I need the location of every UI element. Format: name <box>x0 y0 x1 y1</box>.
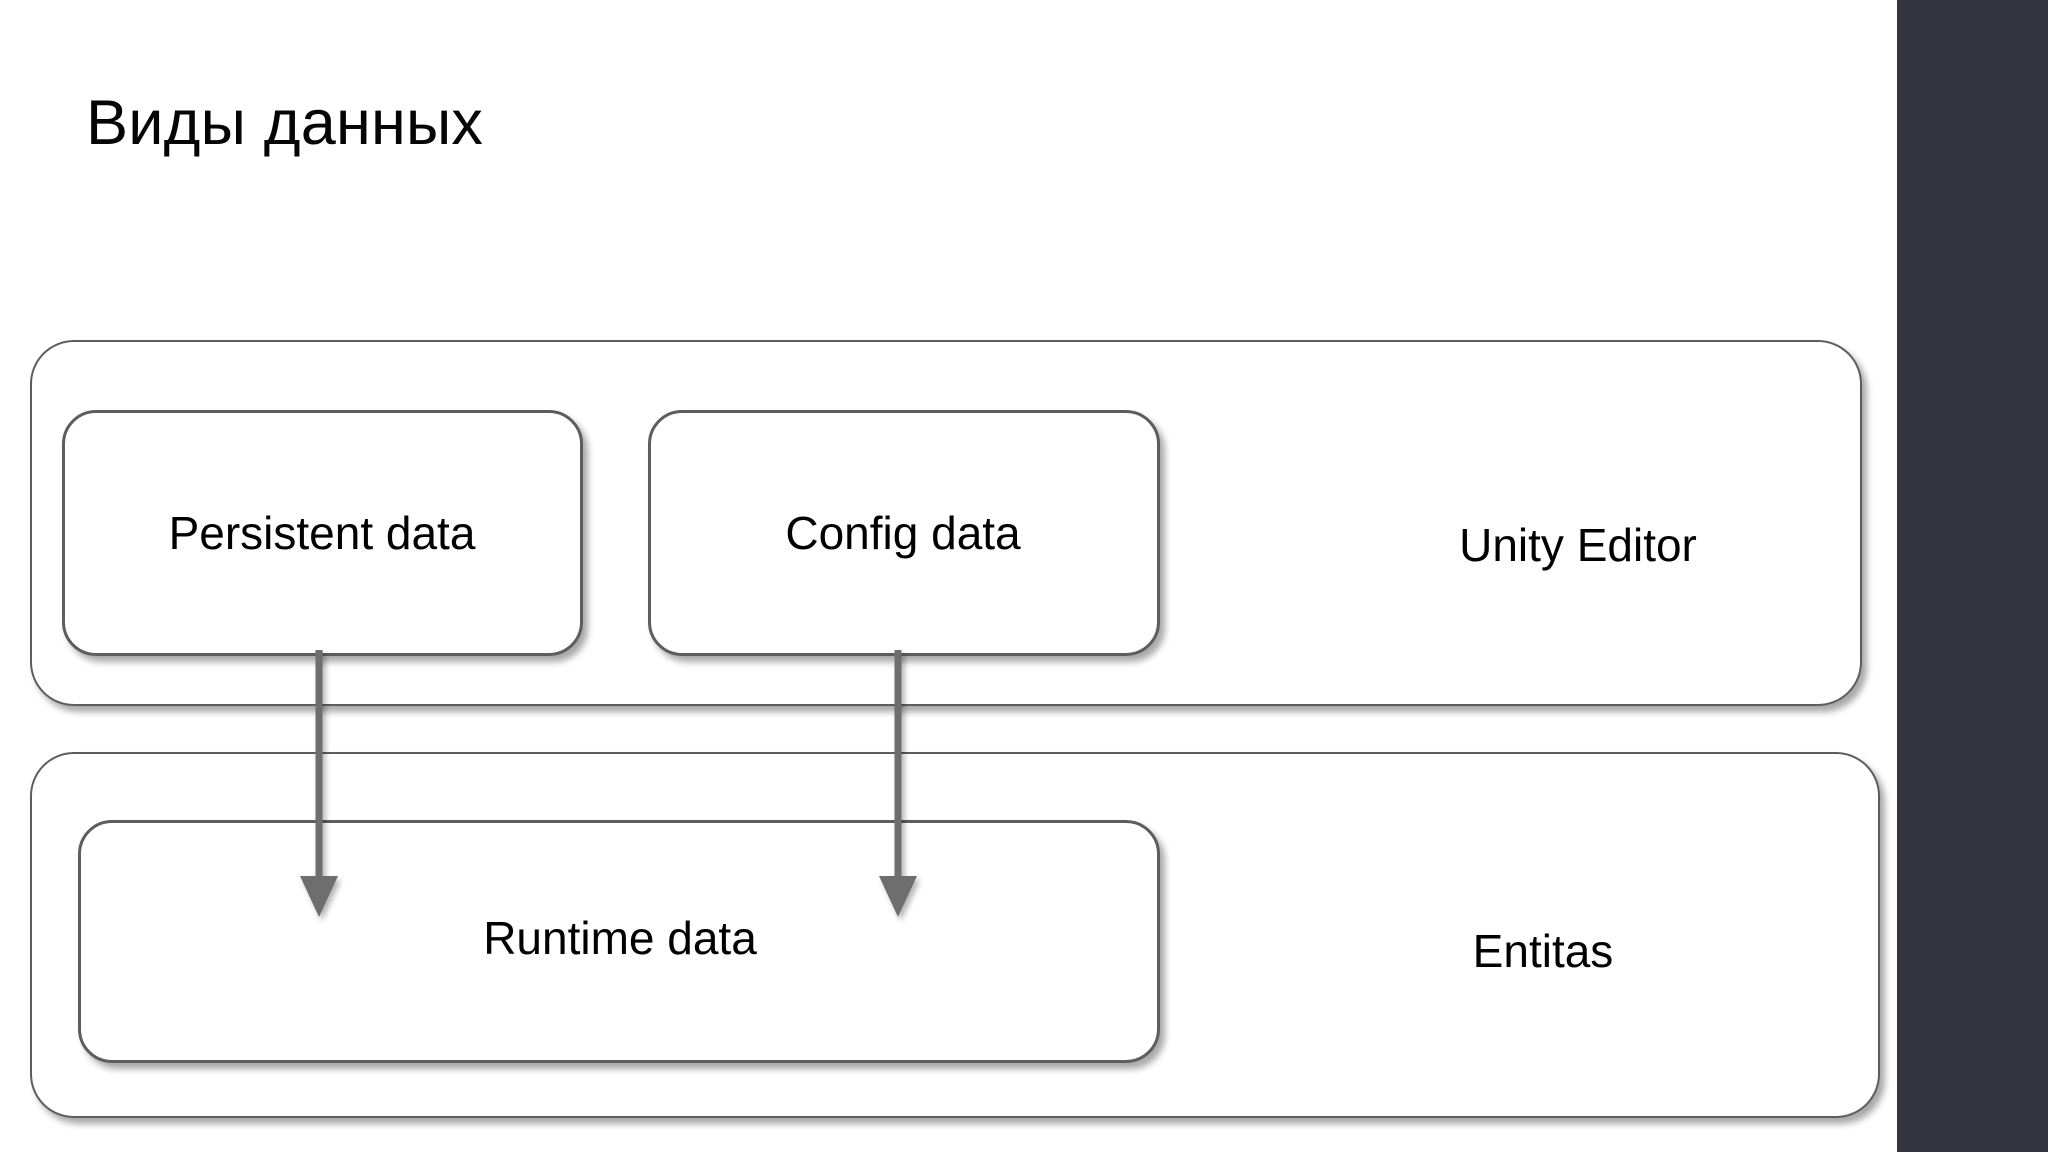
group-label-unity-editor: Unity Editor <box>1459 519 1697 571</box>
node-config-data[interactable] <box>648 410 1160 656</box>
node-label-persistent-data: Persistent data <box>168 507 476 559</box>
node-runtime-data[interactable] <box>78 820 1160 1063</box>
group-label-entitas: Entitas <box>1472 925 1614 977</box>
node-label-config-data: Config data <box>785 507 1021 559</box>
node-label-runtime-data: Runtime data <box>483 912 757 964</box>
right-accent-panel <box>1897 0 2048 1152</box>
page-title: Виды данных <box>86 88 484 158</box>
node-persistent-data[interactable] <box>62 410 583 656</box>
